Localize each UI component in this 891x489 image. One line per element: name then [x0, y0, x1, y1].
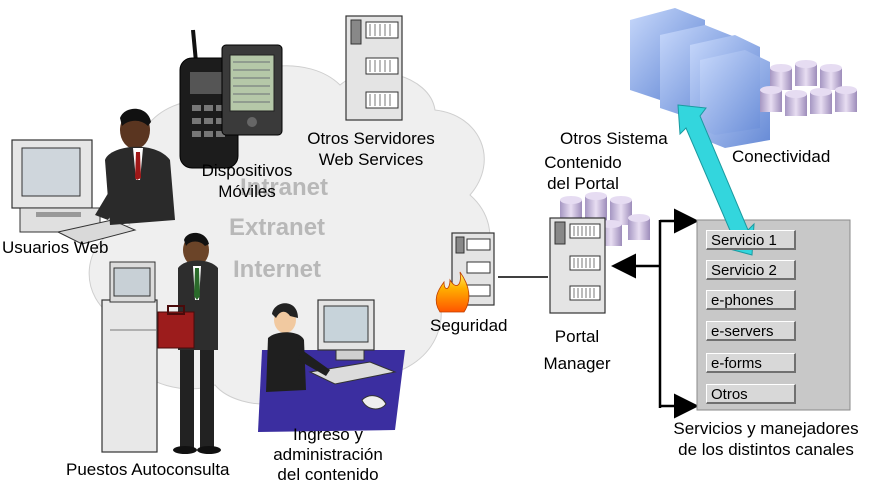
service-otros[interactable]: Otros: [706, 384, 796, 404]
label-otros-servidores: Otros Servidores Web Services: [296, 128, 446, 170]
firewall-flame-icon: [435, 271, 470, 313]
standing-businessman-icon: [157, 232, 221, 454]
cloud-label-internet: Internet: [233, 256, 322, 283]
label-puestos-autoconsulta: Puestos Autoconsulta: [66, 460, 230, 479]
label-line: administración: [273, 445, 383, 464]
services-panel: [696, 219, 851, 411]
server-tower-icon: [345, 15, 403, 121]
label-line: Otros Servidores: [307, 129, 435, 148]
cloud-label-extranet: Extranet: [229, 214, 326, 241]
label-line: de los distintos canales: [678, 440, 854, 459]
label-line: del contenido: [277, 465, 379, 484]
label-dispositivos-moviles: Dispositivos Móviles: [192, 160, 302, 202]
label-line: del Portal: [547, 174, 619, 193]
kiosk-icon: [101, 261, 158, 453]
label-contenido-portal: Contenido del Portal: [534, 152, 632, 194]
label-line: Portal: [554, 327, 600, 346]
pda-icon: [221, 44, 283, 136]
connectivity-double-arrow: [677, 104, 755, 256]
operator-workstation-icon: [258, 299, 405, 432]
cloud-label-intranet: Intranet: [240, 174, 329, 201]
desktop-computer-icon: [11, 139, 137, 245]
label-line: Servicios y manejadores: [673, 419, 859, 438]
label-portal-manager: Portal Manager: [532, 323, 622, 377]
label-line: Ingreso y: [293, 425, 363, 444]
portal-server-icon: [549, 217, 606, 314]
service-servicio-1[interactable]: Servicio 1: [706, 230, 796, 250]
label-line: Manager: [543, 354, 611, 373]
service-e-servers[interactable]: e-servers: [706, 321, 796, 341]
label-line: Dispositivos: [201, 161, 293, 180]
label-line: Web Services: [318, 150, 424, 169]
label-servicios-canales: Servicios y manejadores de los distintos…: [648, 418, 884, 460]
label-line: Contenido: [544, 153, 622, 172]
mainframe-icon: [630, 8, 770, 148]
service-servicio-2[interactable]: Servicio 2: [706, 260, 796, 280]
label-seguridad: Seguridad: [430, 316, 508, 335]
service-e-forms[interactable]: e-forms: [706, 353, 796, 373]
businessman-icon: [95, 108, 175, 225]
database-icon: [760, 60, 857, 116]
label-ingreso: Ingreso y administración del contenido: [253, 425, 403, 485]
label-usuarios-web: Usuarios Web: [2, 238, 109, 257]
label-otros-sistemas: Otros Sistema: [560, 129, 668, 148]
label-conectividad: Conectividad: [732, 147, 831, 166]
label-line: Móviles: [218, 182, 276, 201]
service-e-phones[interactable]: e-phones: [706, 290, 796, 310]
